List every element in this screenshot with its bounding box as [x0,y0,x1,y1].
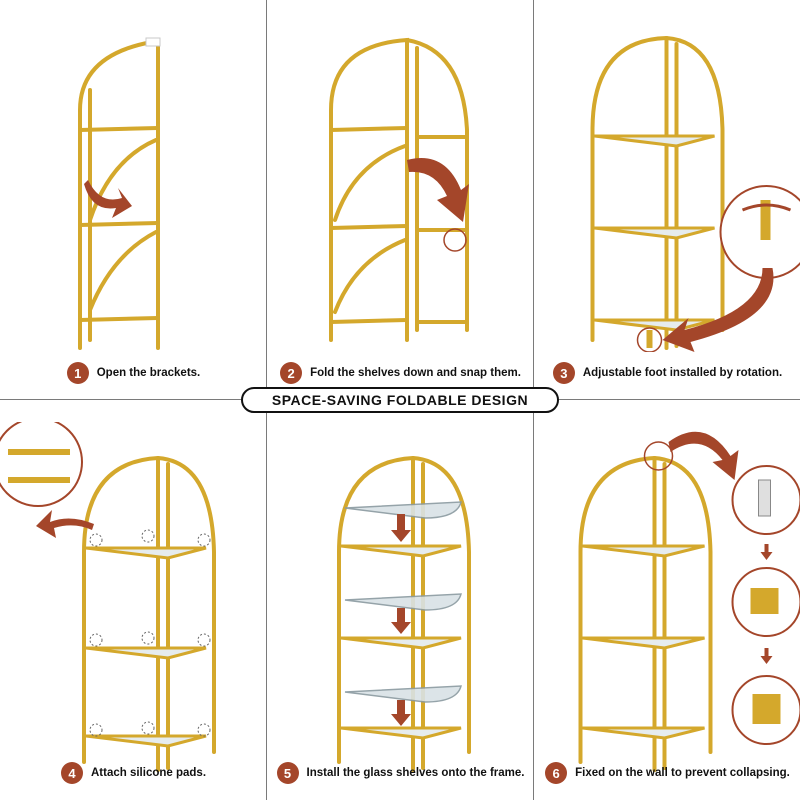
step-panel-1: 1 Open the brackets. [0,0,267,400]
step-caption-3: 3 Adjustable foot installed by rotation. [534,358,800,388]
bracket-detail-steps [731,465,800,745]
down-arrow-icon [760,648,773,664]
step-text: Attach silicone pads. [90,767,207,779]
step-text: Open the brackets. [96,367,201,379]
pad-arrow-icon [36,510,94,538]
step-number-badge: 3 [552,362,575,384]
step-text: Fixed on the wall to prevent collapsing. [575,767,790,779]
step-number-badge: 5 [276,762,299,784]
step-number-badge: 1 [66,362,89,384]
step-panel-3: 3 Adjustable foot installed by rotation. [534,0,800,400]
step-panel-4: 4 Attach silicone pads. [0,400,267,800]
step-text: Install the glass shelves onto the frame… [306,767,525,779]
step-text: Fold the shelves down and snap them. [310,367,521,379]
wall-mount-arrow-icon [668,431,739,480]
step-panel-2: 2 Fold the shelves down and snap them. [267,0,534,400]
fold-shelves-illustration [329,37,469,342]
silicone-pads-illustration [0,422,216,772]
step-caption-1: 1 Open the brackets. [0,358,267,388]
down-arrow-icon [391,514,411,542]
adjust-arrow-icon [662,268,774,352]
step-caption-5: 5 Install the glass shelves onto the fra… [267,758,534,788]
snap-detail-circle [443,228,467,252]
folded-shelf-illustration [78,37,161,350]
feature-banner: SPACE-SAVING FOLDABLE DESIGN [241,387,559,413]
step-panel-5: 5 Install the glass shelves onto the fra… [267,400,534,800]
down-arrow-icon [760,544,773,560]
step-number-badge: 4 [60,762,83,784]
step-caption-4: 4 Attach silicone pads. [0,758,267,788]
wall-mount-illustration [578,431,800,772]
step-number-badge: 2 [280,362,303,384]
step-panel-6: 6 Fixed on the wall to prevent collapsin… [534,400,800,800]
down-arrow-icon [391,700,411,726]
step-caption-6: 6 Fixed on the wall to prevent collapsin… [534,758,800,788]
fold-arrow-icon [407,158,469,222]
foot-detail-magnifier [719,185,800,279]
down-arrow-icon [391,608,411,634]
adjustable-foot-illustration [590,35,800,352]
pad-detail-magnifier [0,422,83,507]
step-caption-2: 2 Fold the shelves down and snap them. [267,358,534,388]
step-text: Adjustable foot installed by rotation. [582,367,783,379]
install-glass-illustration [337,455,471,772]
rotate-arrow-icon [84,180,132,218]
step-number-badge: 6 [545,762,568,784]
